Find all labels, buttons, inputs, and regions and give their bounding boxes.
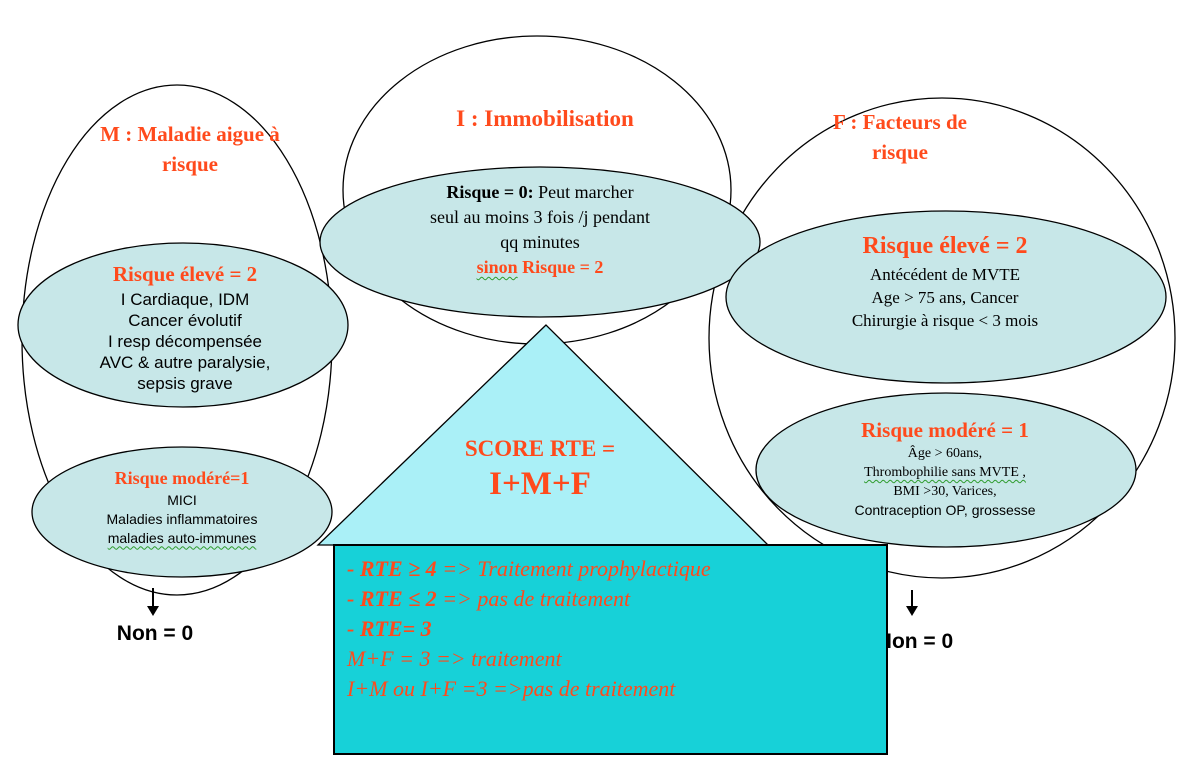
score-title: SCORE RTE = (464, 436, 616, 461)
m-high-risk-item: AVC & autre paralysie, (99, 353, 271, 373)
i-else-word: sinon (476, 257, 518, 277)
m-high-risk-item: Cancer évolutif (128, 311, 242, 331)
f-title: F : Facteurs de risque (790, 110, 1010, 164)
i-risk-bubble (319, 166, 761, 318)
f-down-arrow (906, 590, 918, 616)
i-risk-line3: qq minutes (500, 232, 580, 252)
m-moderate-risk-item-text: maladies auto-immunes (107, 529, 257, 546)
f-high-risk-list: Antécédent de MVTE Age > 75 ans, Cancer … (770, 263, 1120, 332)
f-high-risk-title: Risque élevé = 2 (862, 233, 1028, 259)
i-risk-line1: Risque = 0: Peut marcher (350, 180, 730, 205)
rules-box: - RTE ≥ 4 => Traitement prophylactique -… (333, 544, 888, 755)
m-high-risk-item: I resp décompensée (107, 332, 263, 352)
f-moderate-risk-list: Âge > 60ans, Thrombophilie sans MVTE , B… (790, 444, 1100, 520)
f-moderate-risk-item: Thrombophilie sans MVTE , (790, 463, 1100, 482)
m-moderate-risk-text: Risque modéré=1 MICI Maladies inflammato… (42, 468, 322, 548)
m-high-risk-item: sepsis grave (137, 374, 233, 394)
rule-outcome: I+M ou I+F =3 =>pas de traitement (347, 676, 676, 701)
m-title: M : Maladie aigue à risque (50, 122, 330, 176)
i-risk-bold: Risque = 0: (446, 182, 534, 202)
score-formula: SCORE RTE = I+M+F (410, 436, 670, 504)
i-else-line: sinon Risque = 2 (350, 255, 730, 280)
m-high-risk-item: I Cardiaque, IDM (120, 290, 250, 310)
f-outer-ellipse (708, 97, 1176, 579)
f-moderate-risk-item-text: Thrombophilie sans MVTE , (864, 465, 1026, 481)
m-moderate-risk-item: Maladies inflammatoires (106, 510, 258, 527)
m-no-label: Non = 0 (116, 622, 194, 645)
f-high-risk-bubble (725, 210, 1167, 384)
rule-outcome: => pas de traitement (436, 586, 631, 611)
i-else-rest: Risque = 2 (517, 257, 604, 277)
f-moderate-risk-item: BMI >30, Varices, (893, 484, 997, 500)
m-title-line2: risque (161, 152, 218, 177)
m-high-risk-bubble (17, 242, 349, 408)
m-moderate-risk-title: Risque modéré=1 (114, 468, 250, 488)
m-high-risk-list: I Cardiaque, IDM Cancer évolutif I resp … (40, 289, 330, 394)
rule-line: - RTE ≤ 2 => pas de traitement (347, 584, 874, 614)
f-title-line2: risque (871, 140, 928, 165)
rule-condition: - RTE ≥ 4 (347, 556, 437, 581)
rule-outcome: => Traitement prophylactique (436, 556, 711, 581)
m-moderate-risk-bubble (31, 446, 333, 578)
rule-line: - RTE ≥ 4 => Traitement prophylactique (347, 554, 874, 584)
m-moderate-risk-list: MICI Maladies inflammatoires maladies au… (42, 491, 322, 548)
rule-condition: - RTE= 3 (347, 616, 432, 641)
m-high-risk-title: Risque élevé = 2 (112, 262, 258, 286)
score-expression: I+M+F (489, 466, 591, 503)
f-high-risk-item: Chirurgie à risque < 3 mois (851, 310, 1039, 330)
m-high-risk-text: Risque élevé = 2 I Cardiaque, IDM Cancer… (40, 262, 330, 395)
i-risk-line1-rest: Peut marcher (533, 182, 634, 202)
f-high-risk-item: Age > 75 ans, Cancer (871, 287, 1019, 307)
rule-line: M+F = 3 => traitement (347, 644, 874, 674)
f-moderate-risk-bubble (755, 392, 1137, 548)
f-moderate-risk-title: Risque modéré = 1 (861, 418, 1029, 442)
f-title-line1: F : Facteurs de (833, 110, 967, 134)
m-down-arrow (147, 588, 159, 616)
f-high-risk-text: Risque élevé = 2 Antécédent de MVTE Age … (770, 233, 1120, 332)
f-moderate-risk-text: Risque modéré = 1 Âge > 60ans, Thromboph… (790, 418, 1100, 520)
f-no-label: Non = 0 (876, 630, 954, 653)
i-risk-text: Risque = 0: Peut marcher seul au moins 3… (350, 180, 730, 280)
m-title-line1: M : Maladie aigue à (100, 122, 280, 146)
m-moderate-risk-item: MICI (167, 491, 197, 508)
i-title: I : Immobilisation (456, 106, 634, 131)
i-risk-line2: seul au moins 3 fois /j pendant (430, 207, 650, 227)
f-moderate-risk-item: Contraception OP, grossesse (854, 502, 1036, 519)
rule-condition: - RTE ≤ 2 (347, 586, 437, 611)
rule-line: I+M ou I+F =3 =>pas de traitement (347, 674, 874, 704)
score-triangle (316, 324, 770, 546)
f-moderate-risk-item: Âge > 60ans, (907, 446, 983, 462)
rule-line: - RTE= 3 (347, 614, 874, 644)
f-high-risk-item: Antécédent de MVTE (869, 264, 1021, 284)
rule-outcome: M+F = 3 => traitement (347, 646, 562, 671)
m-moderate-risk-item: maladies auto-immunes (42, 529, 322, 548)
